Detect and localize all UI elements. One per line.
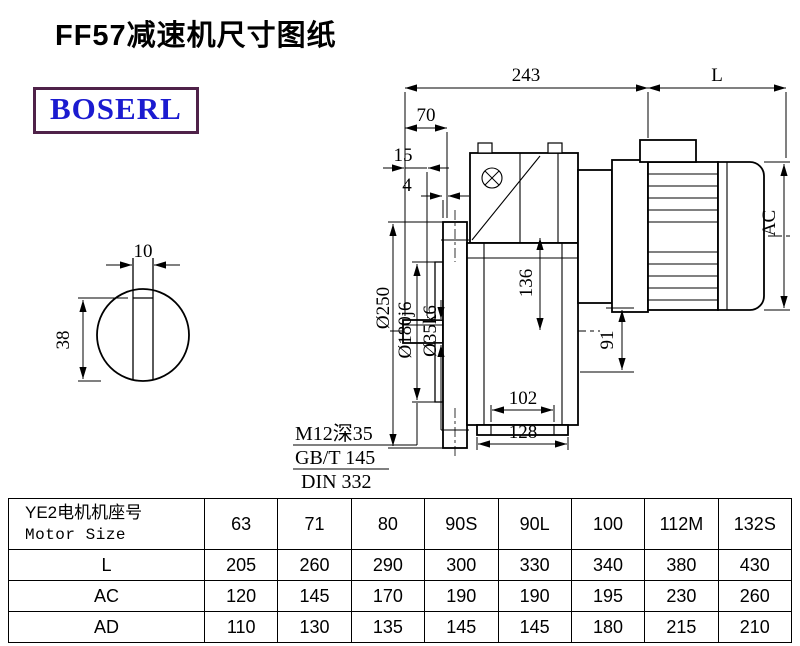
table-cell: 260	[277, 549, 352, 581]
motor-size-71: 71	[277, 498, 352, 550]
table-cell: 145	[497, 611, 572, 643]
dim-243: 243	[512, 65, 541, 86]
dimension-lines	[293, 84, 790, 470]
note-gb-standard: GB/T 145	[295, 447, 375, 469]
shaft-circle	[96, 288, 190, 382]
table-header-row: YE2电机机座号 Motor Size 63 71 80 90S 90L 100…	[8, 498, 793, 550]
technical-drawing: 243 L 70 15 4 10 38 Ø250 Ø180j6 Ø35k6 13…	[53, 65, 792, 493]
table-cell: 130	[277, 611, 352, 643]
motor-size-80: 80	[350, 498, 426, 550]
gear-housing-top	[469, 152, 579, 244]
motor-size-header-en: Motor Size	[25, 526, 127, 545]
motor-size-header-cn: YE2电机机座号	[25, 503, 143, 523]
dim-L: L	[711, 65, 723, 86]
table-cell: 145	[424, 611, 499, 643]
note-tapped-hole: M12深35	[295, 422, 373, 445]
table-row-L: L 205 260 290 300 330 340 380 430	[8, 549, 793, 581]
dim-70: 70	[417, 105, 436, 126]
motor-size-header-cell: YE2电机机座号 Motor Size	[8, 498, 205, 550]
boserl-logo: BOSERL	[33, 87, 199, 134]
motor-size-100: 100	[570, 498, 646, 550]
table-cell: 120	[203, 580, 279, 612]
table-cell: 110	[203, 611, 279, 643]
row-label-AD: AD	[8, 611, 205, 643]
table-cell: 190	[497, 580, 572, 612]
motor-size-90s: 90S	[424, 498, 499, 550]
dim-91: 91	[597, 331, 618, 350]
motor-size-90l: 90L	[497, 498, 572, 550]
motor-adapter	[577, 169, 613, 304]
table-cell: 190	[424, 580, 499, 612]
motor-size-63: 63	[203, 498, 279, 550]
dim-128: 128	[509, 422, 538, 443]
row-label-AC: AC	[8, 580, 205, 612]
shaft-end-view	[78, 258, 190, 382]
dim-102: 102	[509, 388, 538, 409]
motor-terminal-box	[639, 139, 697, 163]
table-cell: 180	[570, 611, 646, 643]
side-view	[390, 139, 792, 458]
dim-spigot-diameter: Ø180j6	[395, 302, 416, 359]
gear-housing-body	[466, 242, 579, 426]
table-cell: 290	[350, 549, 426, 581]
gear-housing-base	[476, 424, 569, 436]
table-cell: 340	[570, 549, 646, 581]
page-title: FF57减速机尺寸图纸	[55, 20, 337, 52]
dim-10: 10	[134, 241, 153, 262]
fan-cover	[717, 161, 765, 311]
dim-shaft-diameter: Ø35k6	[420, 305, 441, 357]
dim-38: 38	[53, 331, 74, 350]
table-cell: 330	[497, 549, 572, 581]
motor-size-112m: 112M	[644, 498, 719, 550]
table-row-AD: AD 110 130 135 145 145 180 215 210	[8, 611, 793, 643]
table-cell: 430	[717, 549, 793, 581]
table-cell: 205	[203, 549, 279, 581]
motor-size-132s: 132S	[717, 498, 793, 550]
dim-15: 15	[394, 145, 413, 166]
table-cell: 145	[277, 580, 352, 612]
table-row-AC: AC 120 145 170 190 190 195 230 260	[8, 580, 793, 612]
table-cell: 300	[424, 549, 499, 581]
motor-dimension-table: YE2电机机座号 Motor Size 63 71 80 90S 90L 100…	[8, 498, 793, 643]
motor-body	[647, 161, 719, 311]
motor-end-bell	[611, 159, 649, 313]
table-cell: 215	[644, 611, 719, 643]
dim-136: 136	[516, 269, 537, 298]
table-cell: 380	[644, 549, 719, 581]
dim-4: 4	[402, 175, 412, 196]
table-cell: 135	[350, 611, 426, 643]
table-cell: 195	[570, 580, 646, 612]
table-cell: 230	[644, 580, 719, 612]
table-cell: 260	[717, 580, 793, 612]
row-label-L: L	[8, 549, 205, 581]
dim-AC: AC	[759, 210, 780, 236]
table-cell: 210	[717, 611, 793, 643]
note-din-standard: DIN 332	[301, 471, 372, 493]
dim-flange-diameter: Ø250	[373, 287, 394, 329]
table-cell: 170	[350, 580, 426, 612]
motor-fins	[648, 173, 718, 301]
